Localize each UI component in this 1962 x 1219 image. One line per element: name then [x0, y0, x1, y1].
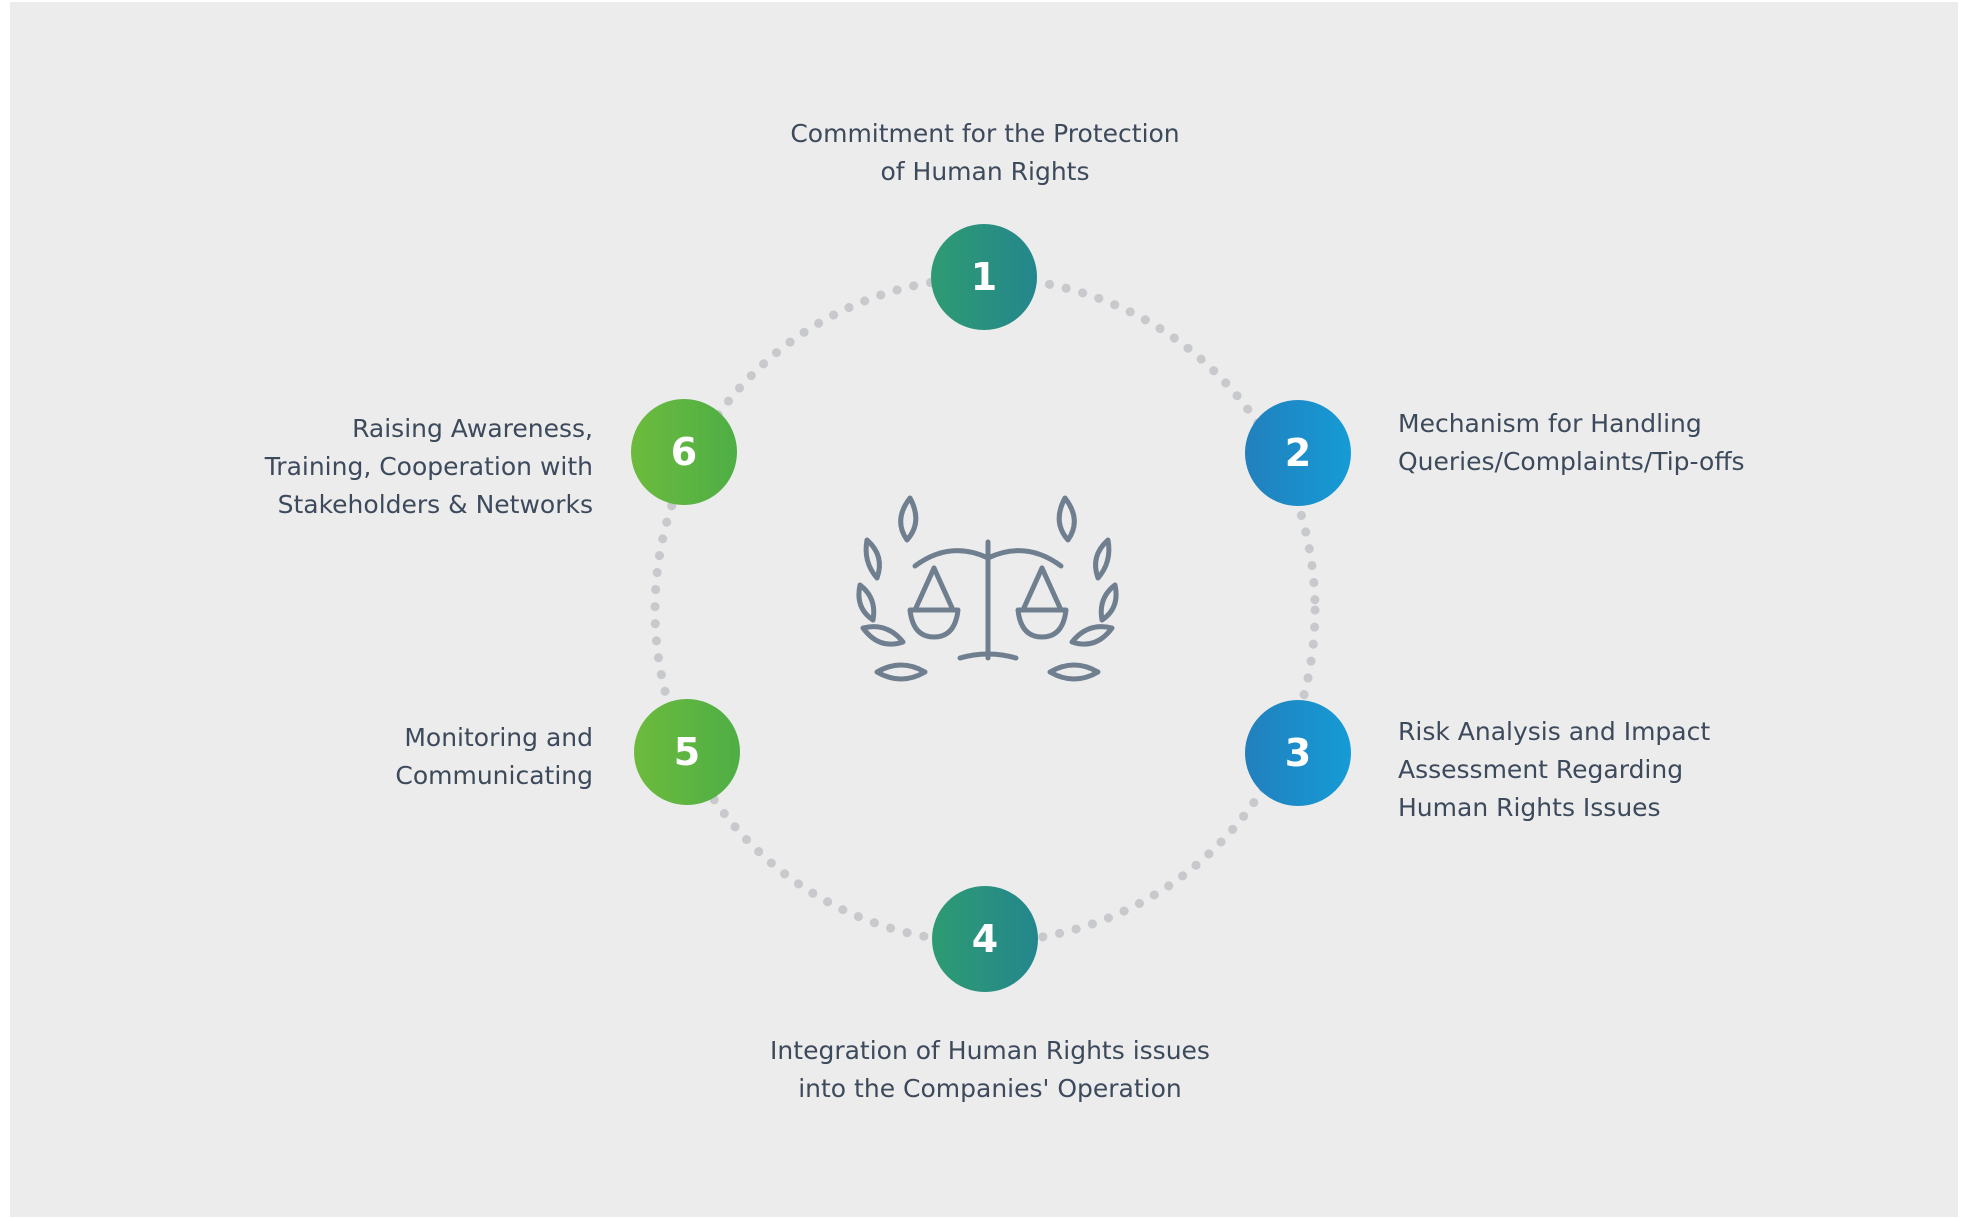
- step-1-label-line: of Human Rights: [880, 157, 1090, 186]
- step-6-label-line: Raising Awareness,: [352, 414, 593, 443]
- step-4-label: Integration of Human Rights issues into …: [700, 1032, 1280, 1108]
- step-5-label-line: Communicating: [395, 761, 593, 790]
- step-6-label-line: Training, Cooperation with: [264, 452, 593, 481]
- step-1-number: 1: [970, 255, 998, 299]
- step-3-label-line: Risk Analysis and Impact: [1398, 717, 1711, 746]
- step-5-label: Monitoring and Communicating: [193, 719, 593, 795]
- step-2-label-line: Mechanism for Handling: [1398, 409, 1702, 438]
- step-6-label-line: Stakeholders & Networks: [277, 490, 593, 519]
- step-1-label: Commitment for the Protection of Human R…: [735, 115, 1235, 191]
- diagram-background: [10, 2, 1958, 1217]
- step-6-circle: 6: [631, 399, 737, 505]
- step-2-circle: 2: [1245, 400, 1351, 506]
- step-4-number: 4: [971, 917, 999, 961]
- step-3-circle: 3: [1245, 700, 1351, 806]
- step-3-label-line: Human Rights Issues: [1398, 793, 1661, 822]
- step-6-label: Raising Awareness, Training, Cooperation…: [193, 410, 593, 524]
- scales-of-justice-icon: [856, 495, 1119, 682]
- step-6-number: 6: [670, 430, 698, 474]
- step-1-circle: 1: [931, 224, 1037, 330]
- step-5-number: 5: [673, 730, 701, 774]
- step-4-label-line: Integration of Human Rights issues: [770, 1036, 1210, 1065]
- step-5-label-line: Monitoring and: [404, 723, 593, 752]
- step-3-label-line: Assessment Regarding: [1398, 755, 1684, 784]
- step-2-label-line: Queries/Complaints/Tip-offs: [1398, 447, 1745, 476]
- step-4-circle: 4: [932, 886, 1038, 992]
- step-2-number: 2: [1284, 431, 1312, 475]
- step-5-circle: 5: [634, 699, 740, 805]
- step-2-label: Mechanism for Handling Queries/Complaint…: [1398, 405, 1848, 481]
- step-4-label-line: into the Companies' Operation: [798, 1074, 1182, 1103]
- step-1-label-line: Commitment for the Protection: [790, 119, 1180, 148]
- step-3-label: Risk Analysis and Impact Assessment Rega…: [1398, 713, 1848, 827]
- step-3-number: 3: [1284, 731, 1312, 775]
